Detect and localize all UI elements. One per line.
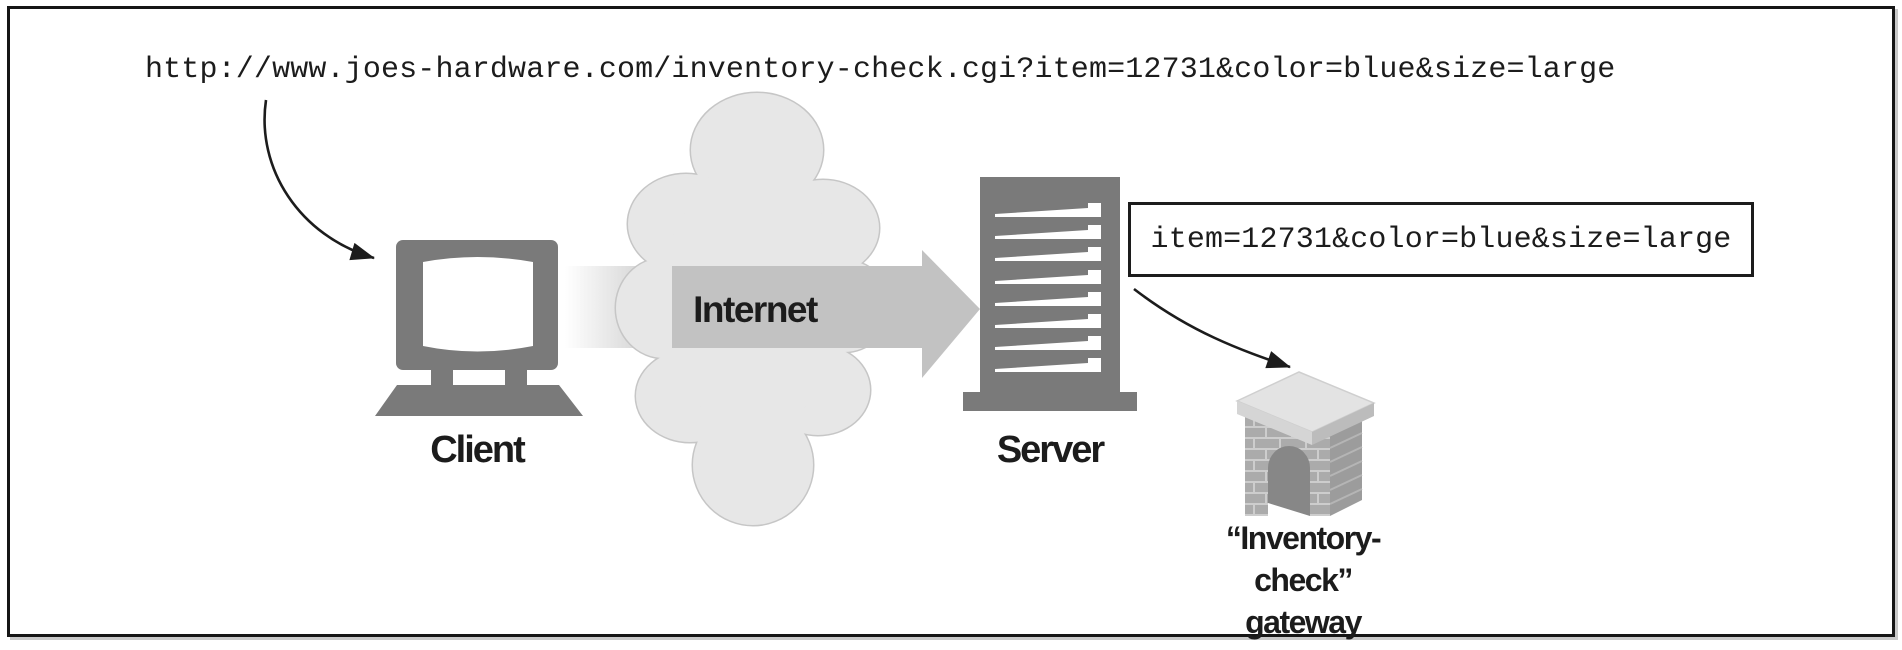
server-node-label: Server: [996, 429, 1105, 471]
server-to-gateway-arrow: [1133, 287, 1291, 369]
internet-node-label: Internet: [693, 289, 818, 330]
brick-archway-icon: [1235, 371, 1376, 516]
query-string-box: item=12731&color=blue&size=large: [1128, 202, 1754, 277]
desktop-computer-icon: [375, 240, 583, 416]
client-node-label: Client: [430, 429, 526, 471]
gateway-label-line1: “Inventory-check”: [1225, 520, 1382, 598]
query-string-text: item=12731&color=blue&size=large: [1150, 222, 1732, 257]
figure-border: [7, 6, 1895, 637]
right-arrow-icon: [672, 250, 980, 378]
gateway-node-label: “Inventory-check” gateway: [1178, 517, 1428, 643]
request-url-text: http://www.joes-hardware.com/inventory-c…: [145, 53, 1616, 87]
server-tower-icon: [963, 177, 1137, 411]
gateway-label-line2: gateway: [1245, 604, 1362, 640]
url-to-client-arrow: [263, 99, 375, 261]
cloud-icon: [614, 91, 892, 527]
